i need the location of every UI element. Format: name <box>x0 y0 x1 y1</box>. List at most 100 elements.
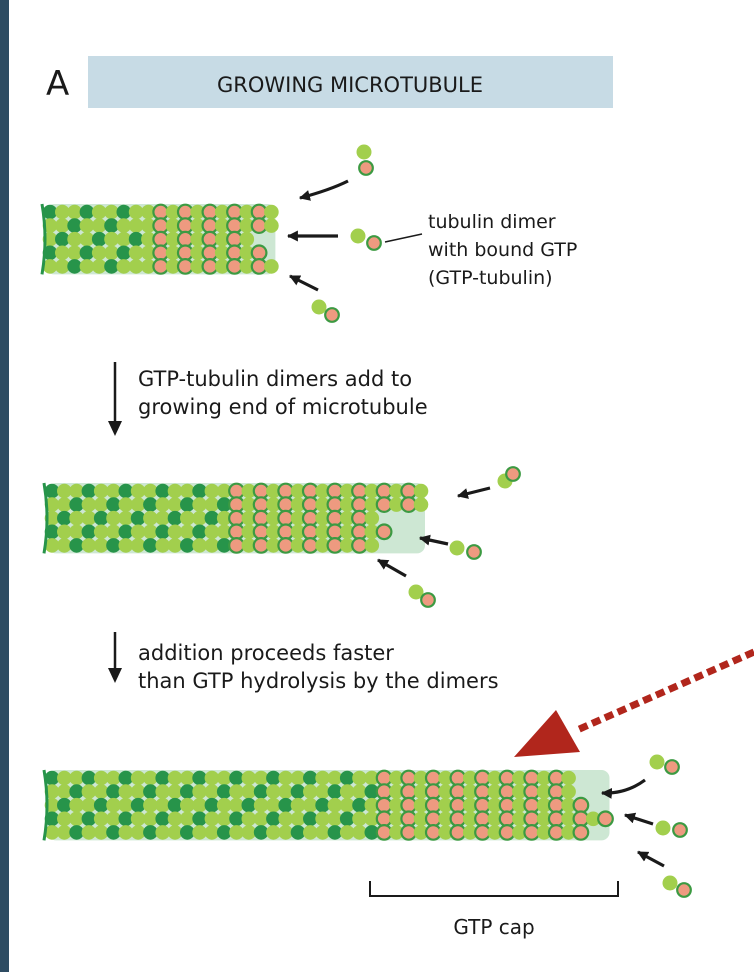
gtp-subunit <box>572 796 590 814</box>
tubulin-subunit-dark <box>42 204 58 220</box>
tubulin-subunit-light <box>239 259 255 274</box>
tubulin-subunit-light <box>141 231 156 247</box>
tubulin-subunit-light <box>143 797 158 813</box>
gtp-subunit <box>250 244 268 262</box>
tubulin-subunit-light <box>241 784 257 799</box>
tubulin-subunit-light <box>57 497 72 512</box>
tubulin-subunit-dark <box>327 825 343 840</box>
tubulin-subunit-light <box>327 811 343 827</box>
tubulin-subunit-dark <box>303 811 318 827</box>
tubulin-subunit-dark <box>69 784 84 799</box>
microtubule-cut-edge <box>40 203 47 275</box>
tubulin-subunit-light <box>438 784 453 799</box>
tubulin-subunit-light <box>118 797 134 813</box>
tubulin-subunit-light <box>106 510 121 526</box>
tubulin-subunit-light <box>192 497 207 512</box>
microtubule-stage-3 <box>42 769 614 841</box>
tubulin-subunit-light <box>91 218 107 233</box>
tubulin-subunit-light <box>339 797 355 813</box>
tubulin-subunit-dark <box>81 811 97 827</box>
tubulin-subunit-light <box>339 524 355 540</box>
tubulin-subunit-dark <box>266 770 281 786</box>
tubulin-subunit-dark <box>167 510 183 526</box>
tubulin-subunit-light <box>204 811 220 827</box>
tubulin-subunit-light <box>81 825 97 840</box>
tubulin-subunit-dark <box>315 797 330 813</box>
tubulin-subunit-light <box>438 797 453 813</box>
tubulin-subunit-dark <box>116 204 132 220</box>
tubulin-subunit-light <box>143 483 158 499</box>
tubulin-subunit-dark <box>67 259 82 274</box>
tubulin-subunit-light <box>266 797 281 813</box>
tubulin-subunit-light <box>315 770 330 786</box>
tubulin-subunit-light <box>57 825 72 840</box>
tubulin-subunit-dark <box>69 497 84 512</box>
tubulin-subunit-light <box>266 524 281 540</box>
tubulin-subunit-light <box>204 483 220 499</box>
tubulin-subunit-light <box>315 510 330 526</box>
tubulin-subunit-light <box>364 497 380 512</box>
tubulin-subunit-light <box>141 204 156 220</box>
tubulin-subunit-light <box>241 538 257 553</box>
tubulin-subunit-light <box>167 770 183 786</box>
tubulin-subunit-dark <box>180 497 195 512</box>
tubulin-subunit-light <box>389 825 404 840</box>
tubulin-subunit-light <box>118 510 134 526</box>
tubulin-subunit-dark <box>229 811 244 827</box>
gtp-cap-label: GTP cap <box>453 915 534 939</box>
tubulin-subunit-light <box>339 483 355 499</box>
tubulin-subunit-light <box>241 510 257 526</box>
tubulin-subunit-light <box>241 497 257 512</box>
tubulin-subunit-light <box>239 231 255 247</box>
tubulin-subunit-light <box>192 510 207 526</box>
step-2-text-line-1: addition proceeds faster <box>138 641 394 665</box>
tubulin-subunit-dark <box>167 797 183 813</box>
tubulin-subunit-light <box>536 797 552 813</box>
tubulin-subunit-light <box>128 259 144 274</box>
curved-arrow-icon <box>456 486 491 499</box>
tubulin-subunit-light <box>241 524 257 540</box>
tubulin-subunit-light <box>165 218 181 233</box>
tubulin-subunit-light <box>487 797 503 813</box>
tubulin-subunit-light <box>79 218 95 233</box>
tubulin-subunit-light <box>315 825 330 840</box>
tubulin-subunit-dark <box>290 825 306 840</box>
gtp-cap-bracket <box>369 881 619 897</box>
dimer-label-line-1: tubulin dimer <box>428 211 556 233</box>
tubulin-subunit-light <box>91 259 107 274</box>
curved-arrow-icon <box>418 534 449 546</box>
tubulin-subunit-dark <box>339 770 355 786</box>
tubulin-subunit-light <box>155 784 170 799</box>
tubulin-subunit-light <box>167 825 183 840</box>
tubulin-subunit-dark <box>42 245 58 261</box>
microtubule-stage-1 <box>40 203 279 275</box>
tubulin-subunit-dark <box>81 524 97 540</box>
tubulin-subunit-dark <box>106 497 121 512</box>
tubulin-subunit-light <box>143 770 158 786</box>
tubulin-subunit-light <box>81 784 97 799</box>
tubulin-subunit-light <box>67 204 82 220</box>
tubulin-subunit-dark <box>155 524 170 540</box>
tubulin-subunit-dark <box>93 797 109 813</box>
tubulin-subunit-light <box>57 770 72 786</box>
tubulin-subunit-light <box>487 825 503 840</box>
tubulin-subunit-light <box>93 784 109 799</box>
tubulin-subunit-light <box>204 770 220 786</box>
tubulin-subunit-light <box>106 483 121 499</box>
tubulin-subunit-light <box>190 259 205 274</box>
tubulin-subunit-light <box>130 770 146 786</box>
tubulin-subunit-light <box>214 204 230 220</box>
tubulin-subunit-light <box>462 797 478 813</box>
tubulin-subunit-dark <box>352 797 367 813</box>
tubulin-subunit-light <box>290 497 306 512</box>
tubulin-subunit-light <box>216 797 232 813</box>
tubulin-subunit-light <box>204 497 220 512</box>
tubulin-subunit-light <box>57 524 72 540</box>
tubulin-subunit-light <box>278 784 294 799</box>
tubulin-subunit-light <box>364 524 380 540</box>
tubulin-subunit-light <box>339 538 355 553</box>
down-arrow-icon <box>108 632 122 683</box>
tubulin-subunit-light <box>106 811 121 827</box>
tubulin-subunit-light <box>512 770 527 786</box>
